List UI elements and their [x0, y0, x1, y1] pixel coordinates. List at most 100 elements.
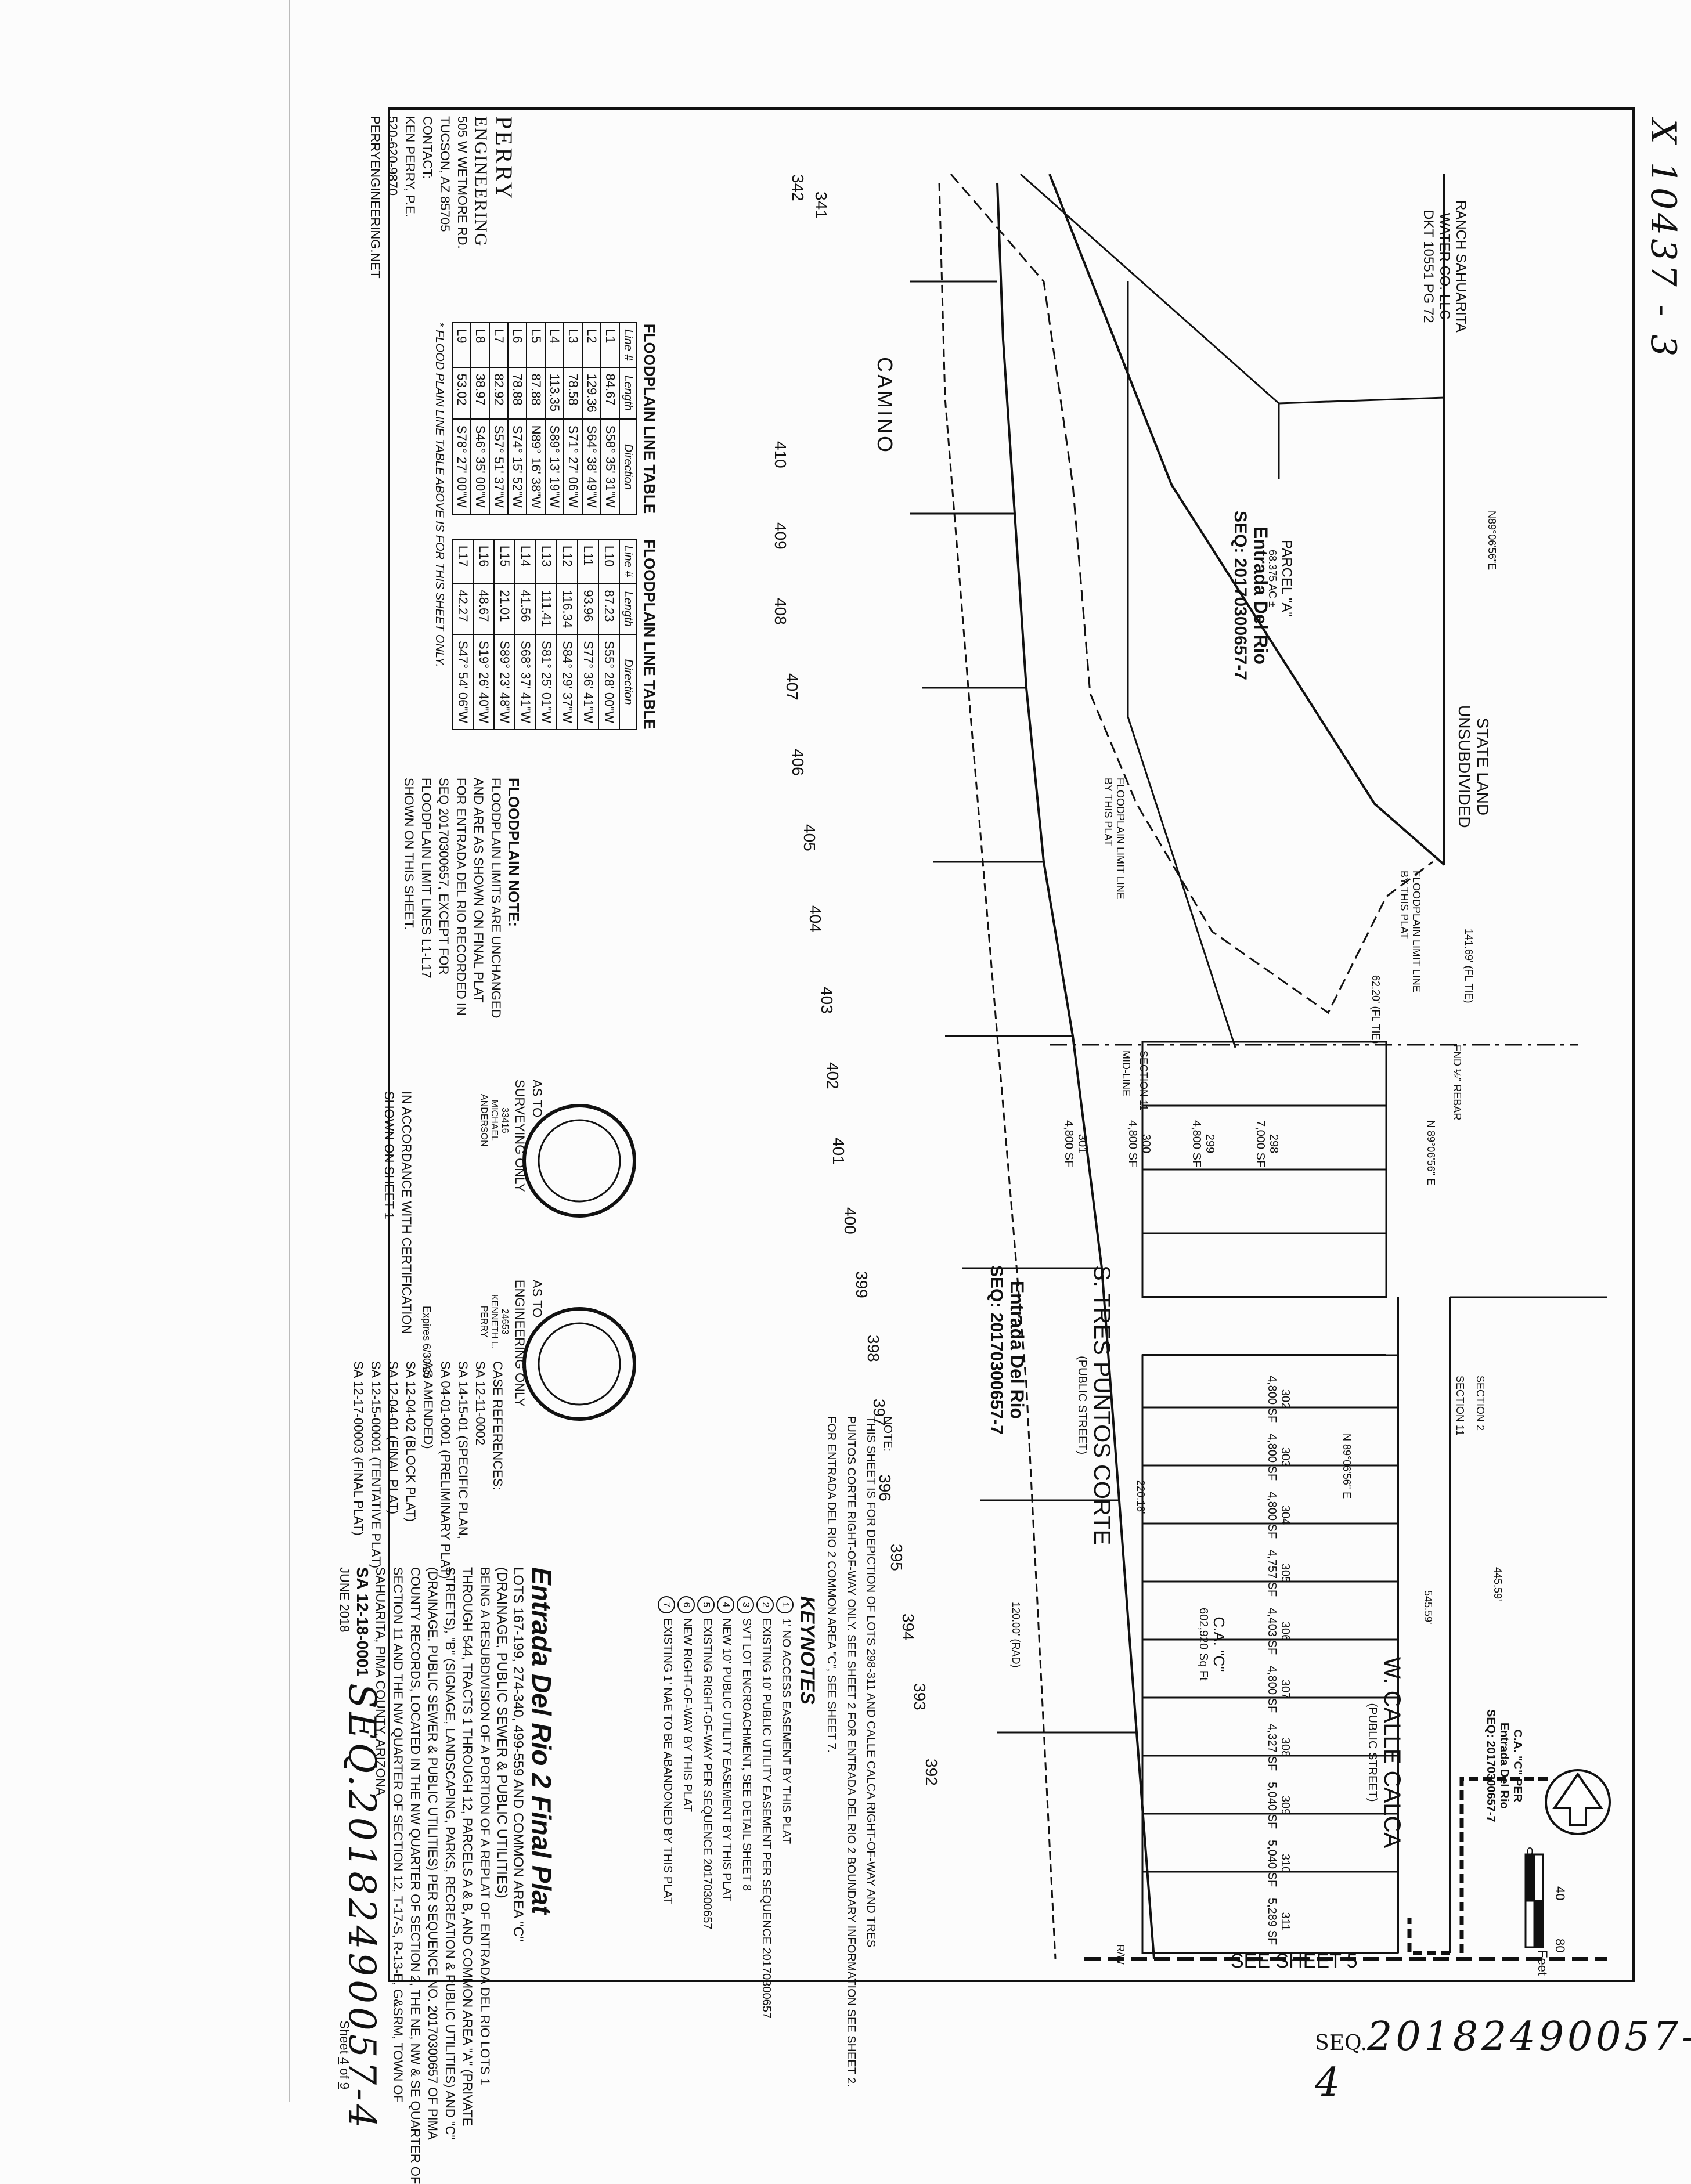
plat-case-no: SA 12-18-0001	[354, 1567, 372, 1677]
table-cell: L14	[515, 539, 536, 584]
table-cell: S47° 54' 06"W	[452, 634, 473, 730]
table-2-header-line: Line #	[619, 539, 636, 584]
table-cell: L12	[557, 539, 578, 584]
engineer-cert: AS TO ENGINEERING ONLY	[511, 1280, 546, 1406]
table-cell: S58° 35' 31"W	[601, 418, 619, 515]
section-2-label: SECTION 2	[1474, 1376, 1486, 1431]
lot-area: 4,800 SF	[1265, 1492, 1278, 1539]
adjacent-lot-number: 404	[806, 905, 824, 933]
survey-as-to: AS TO	[530, 1080, 545, 1118]
engineer-name-1: PERRY	[491, 116, 517, 201]
lot-area: 4,403 SF	[1265, 1608, 1278, 1655]
fp-limit-1b-text: BY THIS PLAT	[1102, 778, 1114, 847]
edr-top-seq: SEQ: 20170300657-7	[1231, 511, 1250, 680]
scale-unit: Feet	[1535, 1950, 1550, 1976]
floodplain-tables: FLOODPLAIN LINE TABLE Line # Length Dire…	[432, 322, 662, 730]
keynote-item: 2EXISTING 10' PUBLIC UTILITY EASEMENT PE…	[756, 1596, 776, 2019]
lot-number: 302	[1279, 1389, 1292, 1409]
keynote-item: 5EXISTING RIGHT-OF-WAY PER SEQUENCE 2017…	[697, 1596, 717, 2019]
floodplain-note-line: SHOWN ON THIS SHEET.	[402, 778, 416, 930]
table-cell: 82.92	[489, 367, 508, 419]
keynote-number-icon: 1	[776, 1596, 794, 1613]
adjacent-lot-number: 392	[922, 1759, 940, 1786]
table-cell: L10	[598, 539, 619, 584]
table-2-header-direction: Direction	[619, 634, 636, 730]
table-cell: 116.34	[557, 583, 578, 635]
plat-drawing	[522, 173, 1611, 1961]
floodplain-table-1-title: FLOODPLAIN LINE TABLE	[641, 323, 658, 514]
surveyor-seal	[522, 1104, 636, 1218]
lot-number: 311	[1279, 1912, 1292, 1931]
keynote-number-icon: 3	[737, 1596, 754, 1613]
plat-date: JUNE 2018	[337, 1567, 352, 1633]
midline-label: MID-LINE	[1120, 1051, 1132, 1096]
sheet-note-2: PUNTOS CORTE RIGHT-OF-WAY ONLY. SEE SHEE…	[845, 1416, 857, 2087]
floodplain-note-line: FLOODPLAIN LIMITS ARE UNCHANGED	[489, 778, 503, 1019]
engineer-seal	[522, 1307, 636, 1421]
cert-note-1: IN ACCORDANCE WITH CERTIFICATION	[399, 1091, 414, 1334]
fnd-rebar: FND ½" REBAR	[1451, 1045, 1463, 1120]
adjacent-lot-number: 395	[888, 1544, 906, 1571]
cert-note: IN ACCORDANCE WITH CERTIFICATION SHOWN O…	[380, 1091, 415, 1334]
case-ref-line: SA 14-15-01 (SPECIFIC PLAN,	[456, 1361, 470, 1539]
midline-text: MID-LINE	[1120, 1051, 1132, 1097]
edr-top-text: Entrada Del Rio	[1250, 526, 1271, 665]
title-block: Entrada Del Rio 2 Final Plat LOTS 167-19…	[336, 1567, 557, 2184]
see-sheet-5: SEE SHEET 5	[1231, 1950, 1358, 1973]
plat-desc-2: THROUGH 544, TRACTS 1 THROUGH 12, PARCEL…	[460, 1567, 475, 2127]
lot-number: 307	[1279, 1679, 1292, 1699]
keynote-text: EXISTING 10' PUBLIC UTILITY EASEMENT PER…	[760, 1618, 773, 2019]
table-cell: 129.36	[582, 367, 601, 419]
dim-220-text: 220.18'	[1135, 1480, 1146, 1514]
sheet-label: Sheet	[337, 2020, 352, 2054]
plat-desc-3: STREETS), "B" (SIGNAGE, LANDSCAPING, PAR…	[443, 1567, 457, 2140]
adjacent-lot-number: 406	[789, 749, 807, 776]
bearing-1-text: N89°06'56"E	[1486, 511, 1498, 571]
keynote-number-icon: 5	[697, 1596, 715, 1613]
lot-number: 301	[1076, 1133, 1088, 1154]
street-calle-calca-type: (PUBLIC STREET)	[1366, 1703, 1379, 1802]
section-2-text: SECTION 2	[1474, 1376, 1486, 1431]
engineer-contact: CONTACT:	[420, 116, 435, 179]
scale-0-text: 0	[1527, 1846, 1534, 1858]
keynote-number-icon: 7	[658, 1596, 675, 1613]
eng-seal-no: 24653	[500, 1308, 510, 1335]
floodplain-note-line: SEQ 20170300657, EXCEPT FOR	[437, 778, 451, 975]
table-1-header-direction: Direction	[619, 418, 636, 515]
fnd-rebar-text: FND ½" REBAR	[1451, 1045, 1463, 1121]
edr-label-top: Entrada Del Rio SEQ: 20170300657-7	[1230, 511, 1271, 680]
scale-40-text: 40	[1553, 1886, 1567, 1901]
camino-east-row	[996, 182, 1155, 1959]
floodplain-limit-line	[950, 174, 1433, 1015]
lot-number: 299	[1203, 1133, 1216, 1154]
unsubdivided-text: UNSUBDIVIDED	[1455, 705, 1473, 828]
adjacent-lot-number: 403	[818, 987, 836, 1014]
keynote-item: 4NEW 10' PUBLIC UTILITY EASEMENT BY THIS…	[717, 1596, 737, 2019]
street-tres-puntos-text: S. TRES PUNTOS CORTE	[1089, 1265, 1115, 1546]
plat-desc-6: SECTION 11 AND THE NW QUARTER OF SECTION…	[391, 1567, 405, 2103]
lot-number: 304	[1279, 1505, 1292, 1525]
scale-80: 80	[1552, 1938, 1567, 1952]
engineer-web: PERRYENGINEERING.NET	[368, 116, 383, 279]
floodplain-note-line: AND ARE AS SHOWN ON FINAL PLAT	[471, 778, 486, 1003]
case-ref-line: SA 04-01-0001 (PRELIMINARY PLAT)	[438, 1361, 453, 1579]
table-cell: L1	[601, 323, 619, 367]
floodplain-note-line: FOR ENTRADA DEL RIO RECORDED IN	[454, 778, 468, 1016]
floodplain-line-table-2: FLOODPLAIN LINE TABLE Line # Length Dire…	[452, 539, 662, 730]
section-11b-text: SECTION 11	[1454, 1376, 1466, 1436]
lot-area: 4,800 SF	[1126, 1120, 1139, 1168]
north-arrow	[1545, 1769, 1611, 1835]
lot-area: 4,800 SF	[1265, 1666, 1278, 1713]
